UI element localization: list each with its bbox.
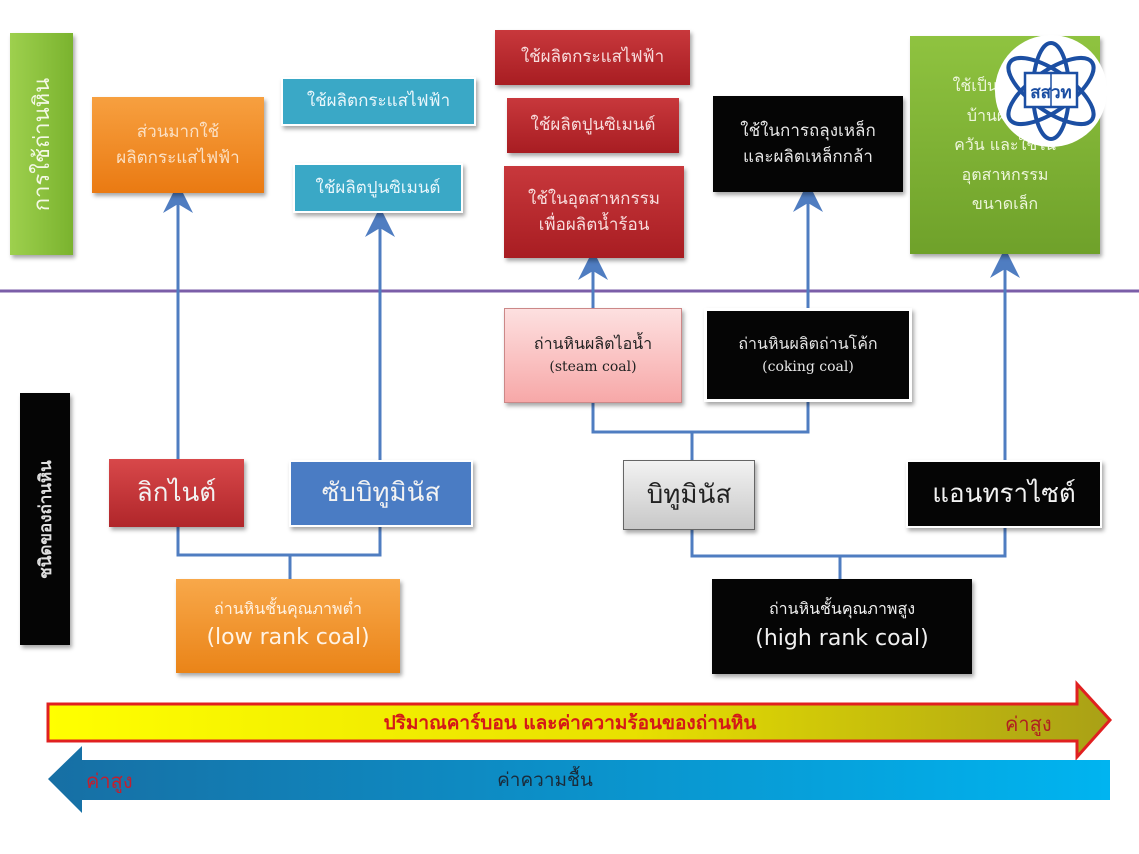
types-section-text: ชนิดของถ่านหิน [35, 459, 56, 579]
coal-type-bituminous: บิทูมินัส [623, 460, 755, 530]
usage-text: ขนาดเล็ก [971, 194, 1039, 214]
connector-low-rank [176, 525, 382, 557]
usage-box-steam-cement: ใช้ผลิตปูนซิเมนต์ [507, 98, 679, 153]
usage-text: ใช้ในอุตสาหกรรม [528, 188, 660, 209]
coal-type-anthracite: แอนทราไซต์ [906, 460, 1102, 528]
arrow-moisture [48, 746, 1110, 813]
ipst-logo: สสวท [995, 35, 1107, 147]
usage-box-steam-electricity: ใช้ผลิตกระแสไฟฟ้า [495, 30, 690, 85]
sub-type-text: ถ่านหินผลิตไอน้ำ [533, 334, 653, 354]
low-rank-coal-box: ถ่านหินชั้นคุณภาพต่ำ (low rank coal) [176, 579, 400, 673]
coal-type-text: แอนทราไซต์ [932, 478, 1076, 509]
rank-text: ถ่านหินชั้นคุณภาพสูง [768, 599, 916, 619]
carbon-heat-end-label: ค่าสูง [1005, 712, 1052, 736]
usage-section-label: การใช้ถ่านหิน [10, 33, 73, 255]
coal-type-text: ลิกไนต์ [136, 477, 217, 508]
coal-type-text: ซับบิทูมินัส [321, 478, 441, 509]
usage-section-text: การใช้ถ่านหิน [30, 77, 56, 211]
coal-type-lignite: ลิกไนต์ [109, 459, 244, 527]
sub-type-text: (steam coal) [549, 359, 637, 376]
rank-text: ถ่านหินชั้นคุณภาพต่ำ [214, 598, 362, 618]
usage-text: เพื่อผลิตน้ำร้อน [538, 215, 650, 235]
usage-text: และผลิตเหล็กกล้า [743, 147, 873, 167]
usage-box-steam-hotwater: ใช้ในอุตสาหกรรม เพื่อผลิตน้ำร้อน [504, 166, 684, 258]
usage-box-coking: ใช้ในการถลุงเหล็ก และผลิตเหล็กกล้า [713, 96, 903, 192]
rank-text: (high rank coal) [755, 625, 929, 651]
usage-text: ใช้ผลิตกระแสไฟฟ้า [306, 91, 451, 112]
usage-text: อุตสาหกรรม [961, 164, 1049, 184]
moisture-end-label: ค่าสูง [86, 769, 133, 793]
usage-text: ใช้ผลิตปูนซิเมนต์ [315, 177, 441, 198]
coking-coal-box: ถ่านหินผลิตถ่านโค้ก (coking coal) [704, 308, 912, 402]
steam-coal-box: ถ่านหินผลิตไอน้ำ (steam coal) [504, 308, 682, 403]
connector-high-rank [690, 527, 1007, 558]
usage-text: ใช้ในการถลุงเหล็ก [740, 120, 876, 141]
usage-text: ผลิตกระแสไฟฟ้า [116, 148, 240, 168]
usage-box-lignite: ส่วนมากใช้ ผลิตกระแสไฟฟ้า [92, 97, 264, 193]
arrow-carbon-heat [46, 680, 1113, 761]
sub-type-text: (coking coal) [762, 358, 854, 375]
coal-type-text: บิทูมินัส [646, 479, 732, 510]
usage-text: ใช้ผลิตปูนซิเมนต์ [530, 115, 656, 136]
atom-book-icon: สสวท [1006, 41, 1096, 141]
usage-text: ใช้ผลิตกระแสไฟฟ้า [520, 47, 665, 68]
usage-box-subbituminous-electricity: ใช้ผลิตกระแสไฟฟ้า [281, 77, 476, 126]
moisture-label: ค่าความชื้น [497, 769, 593, 791]
usage-text: ส่วนมากใช้ [136, 121, 220, 142]
rank-text: (low rank coal) [206, 625, 370, 651]
connector-bituminous-sub [591, 402, 810, 434]
sub-type-text: ถ่านหินผลิตถ่านโค้ก [738, 333, 878, 353]
high-rank-coal-box: ถ่านหินชั้นคุณภาพสูง (high rank coal) [712, 579, 972, 674]
usage-box-subbituminous-cement: ใช้ผลิตปูนซิเมนต์ [293, 163, 463, 213]
carbon-heat-label: ปริมาณคาร์บอน และค่าความร้อนของถ่านหิน [383, 712, 757, 734]
types-section-label: ชนิดของถ่านหิน [20, 393, 70, 645]
logo-text: สสวท [1030, 83, 1072, 103]
coal-type-subbituminous: ซับบิทูมินัส [289, 460, 473, 527]
